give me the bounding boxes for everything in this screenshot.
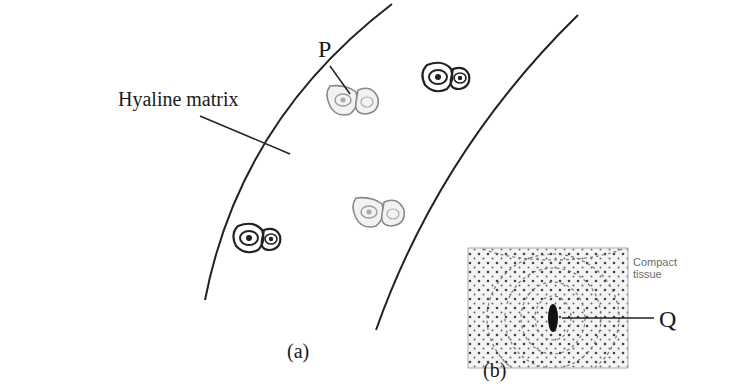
- chondrocyte-pair: [233, 224, 280, 253]
- part-letter: Q: [659, 306, 676, 332]
- panel-label: (b): [483, 359, 506, 381]
- leader-line: [200, 116, 290, 154]
- chondrocyte-pair: [422, 63, 469, 92]
- chondrocyte-pair: [327, 86, 378, 115]
- part-letter: P: [318, 36, 331, 62]
- chondrocyte-pair: [353, 198, 404, 227]
- part-name: Hyaline matrix: [118, 88, 239, 110]
- panel-label: (a): [287, 340, 309, 362]
- leader-line: [330, 66, 350, 94]
- bone-section-border: [468, 248, 628, 368]
- part-name: Compact tissue: [633, 256, 693, 280]
- cartilage-edge: [205, 4, 392, 300]
- leader-line: [562, 317, 654, 319]
- bone-section: [468, 248, 628, 368]
